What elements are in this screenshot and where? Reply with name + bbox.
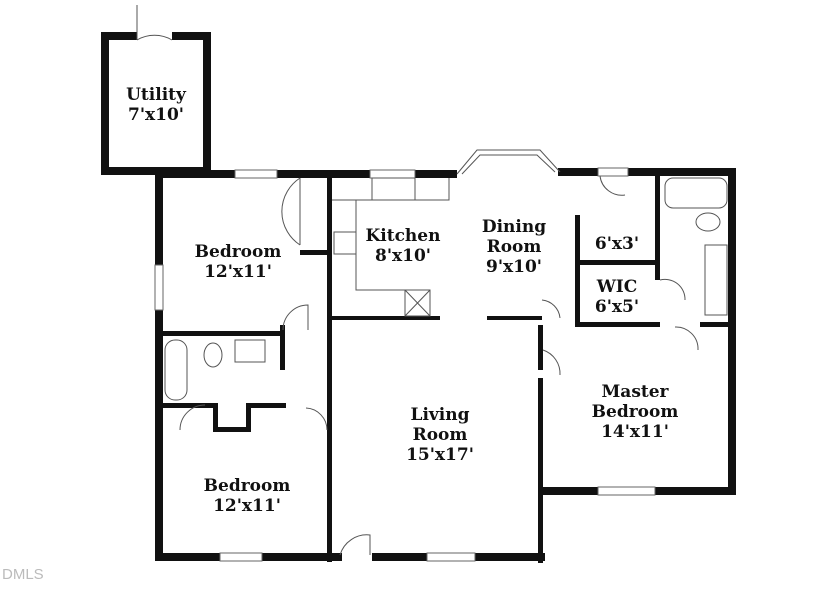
room-name: Master: [601, 382, 669, 402]
watermark: DMLS: [2, 566, 44, 583]
windows: [154, 149, 656, 562]
room-name: Living: [411, 405, 470, 425]
room-size: 9'x10': [486, 257, 542, 277]
room-name: Kitchen: [366, 226, 441, 246]
room-size: 7'x10': [128, 105, 184, 125]
fixtures: [136, 5, 728, 556]
room-name: Room: [487, 237, 542, 257]
room-size: 12'x11': [213, 496, 281, 516]
room-name: WIC: [596, 277, 638, 297]
room-size: 14'x11': [601, 422, 669, 442]
room-size: 6'x5': [595, 297, 639, 317]
room-name: Dining: [482, 217, 546, 237]
room-name: Room: [413, 425, 468, 445]
room-size: 8'x10': [375, 246, 431, 266]
room-size: 12'x11': [204, 262, 272, 282]
room-name: Bedroom: [204, 476, 291, 496]
room-size: 15'x17': [406, 445, 474, 465]
room-name: Bedroom: [592, 402, 679, 422]
room-size: 6'x3': [595, 234, 639, 254]
room-labels: Utility 7'x10' Bedroom 12'x11' Kitchen 8…: [126, 85, 678, 516]
room-name: Bedroom: [195, 242, 282, 262]
room-name: Utility: [126, 85, 187, 105]
walls: [101, 32, 736, 563]
